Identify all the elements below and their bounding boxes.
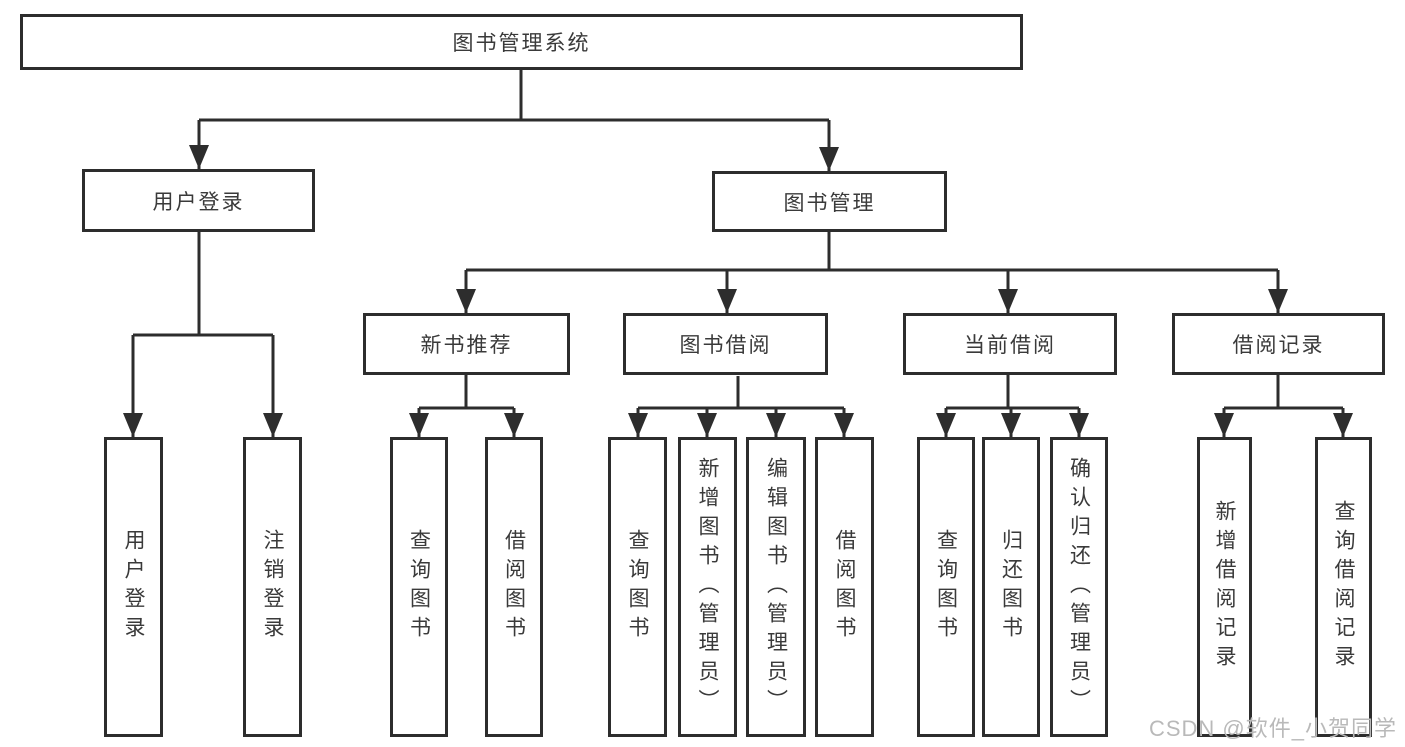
arrow-down-icon — [1001, 413, 1021, 437]
arrow-down-icon — [456, 289, 476, 313]
node-book-borrowing: 图书借阅 — [623, 313, 828, 375]
arrow-down-icon — [1333, 413, 1353, 437]
node-label: 图书借阅 — [679, 334, 772, 357]
node-book-management: 图书管理 — [712, 171, 947, 232]
arrow-down-icon — [628, 413, 648, 437]
node-leaf-user-login: 用户登录 — [104, 437, 163, 737]
node-leaf-logout-login: 注销登录 — [243, 437, 302, 737]
arrow-down-icon — [409, 413, 429, 437]
node-borrowing-records: 借阅记录 — [1172, 313, 1385, 375]
node-label: 借阅图书 — [502, 529, 526, 645]
node-label: 查询图书 — [934, 529, 958, 645]
node-label: 查询图书 — [626, 529, 649, 645]
node-leaf-query-books-recommend: 查询图书 — [390, 437, 448, 737]
node-label: 用户登录 — [152, 190, 245, 214]
node-user-login: 用户登录 — [82, 169, 315, 232]
node-label: 借阅记录 — [1232, 334, 1325, 357]
node-new-book-recommend: 新书推荐 — [363, 313, 570, 375]
arrow-down-icon — [936, 413, 956, 437]
node-label: 查询图书 — [407, 529, 431, 645]
node-label: 借阅图书 — [833, 529, 856, 645]
connector-path — [131, 69, 1345, 437]
arrowheads — [123, 145, 1353, 437]
node-leaf-query-borrow-record: 查询借阅记录 — [1315, 437, 1372, 737]
node-label: 新书推荐 — [420, 334, 513, 357]
arrow-down-icon — [697, 413, 717, 437]
node-label: 用户登录 — [122, 529, 145, 645]
arrow-down-icon — [834, 413, 854, 437]
csdn-watermark: CSDN @软件_小贺同学 — [1148, 716, 1397, 741]
arrow-down-icon — [123, 413, 143, 437]
node-label: 查询借阅记录 — [1332, 500, 1355, 674]
node-label: 注销登录 — [261, 529, 284, 645]
node-leaf-borrow-books-recommend: 借阅图书 — [485, 437, 543, 737]
node-label: 当前借阅 — [964, 334, 1056, 357]
node-leaf-query-books-borrowing: 查询图书 — [608, 437, 667, 737]
node-current-borrowing: 当前借阅 — [903, 313, 1117, 375]
node-leaf-query-books-current: 查询图书 — [917, 437, 975, 737]
node-label: 新增图书（管理员） — [696, 456, 719, 718]
node-label: 图书管理系统 — [452, 32, 591, 55]
arrow-down-icon — [1268, 289, 1288, 313]
arrow-down-icon — [189, 145, 209, 169]
arrow-down-icon — [819, 147, 839, 171]
arrow-down-icon — [717, 289, 737, 313]
node-label: 编辑图书（管理员） — [764, 456, 788, 718]
node-leaf-add-books-admin: 新增图书（管理员） — [678, 437, 737, 737]
arrow-down-icon — [998, 289, 1018, 313]
node-leaf-edit-books-admin: 编辑图书（管理员） — [746, 437, 806, 737]
node-label: 确认归还（管理员） — [1067, 456, 1091, 718]
node-leaf-confirm-return-admin: 确认归还（管理员） — [1050, 437, 1108, 737]
arrow-down-icon — [263, 413, 283, 437]
arrow-down-icon — [766, 413, 786, 437]
node-label: 归还图书 — [999, 529, 1023, 645]
node-label: 图书管理 — [783, 191, 876, 215]
arrow-down-icon — [1069, 413, 1089, 437]
arrow-down-icon — [1214, 413, 1234, 437]
node-leaf-return-books: 归还图书 — [982, 437, 1040, 737]
node-label: 新增借阅记录 — [1213, 500, 1236, 674]
node-leaf-borrow-books-borrowing: 借阅图书 — [815, 437, 874, 737]
node-library-system: 图书管理系统 — [20, 14, 1023, 70]
arrow-down-icon — [504, 413, 524, 437]
node-leaf-add-borrow-record: 新增借阅记录 — [1197, 437, 1252, 737]
